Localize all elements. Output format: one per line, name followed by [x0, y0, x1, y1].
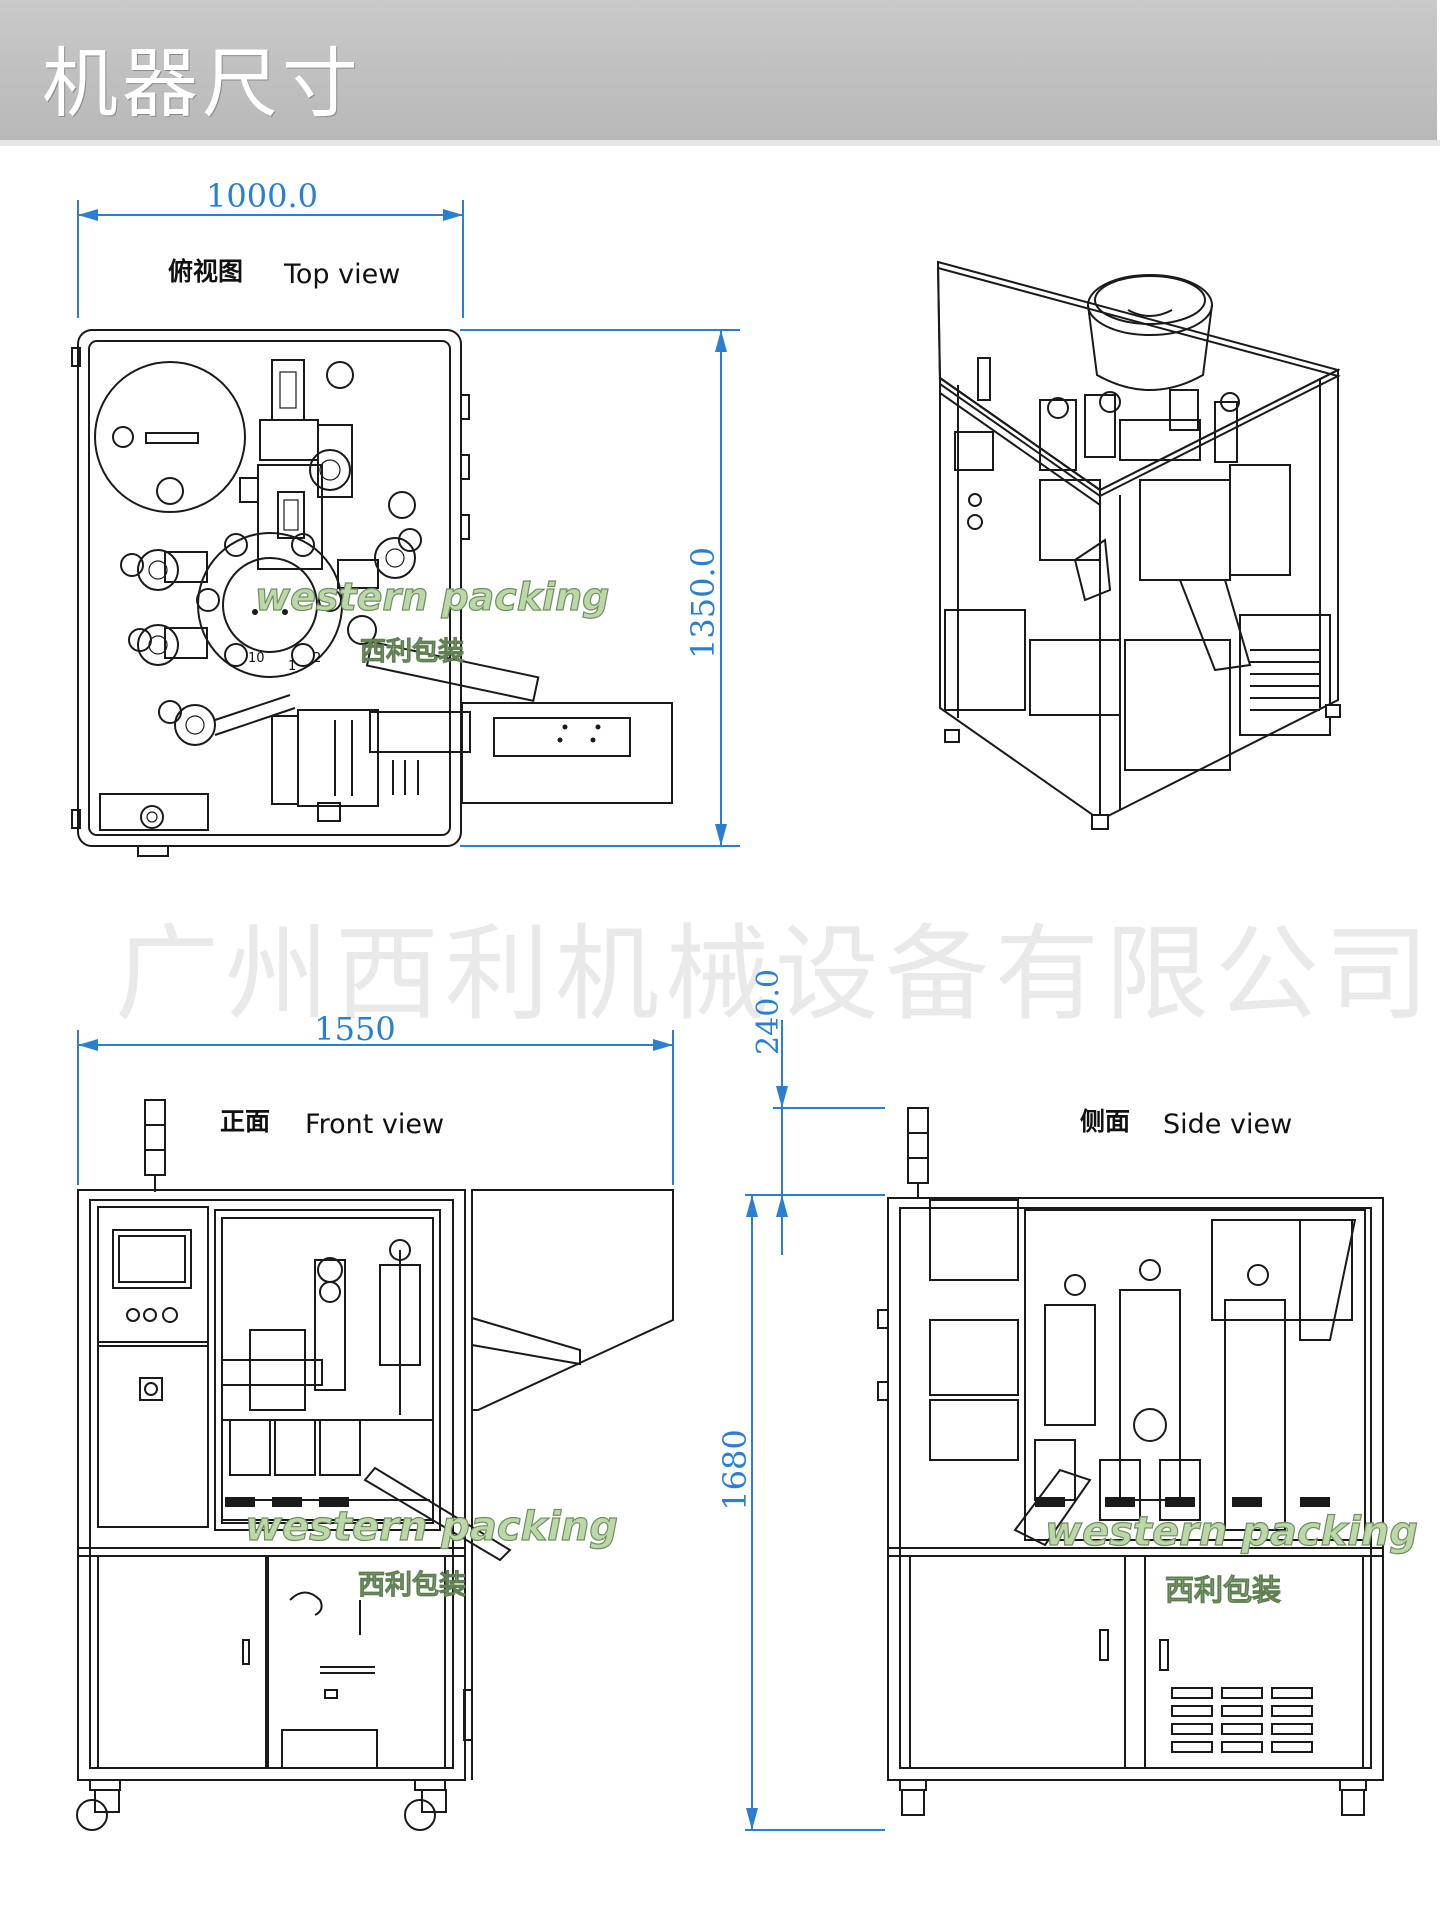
watermark-brand-cn-side: 西利包装: [1165, 1573, 1281, 1607]
side-view-label-cn: 侧面: [1080, 1107, 1130, 1136]
side-top-dimension: 240.0: [751, 969, 786, 1055]
watermark-brand-en-front: western packing: [245, 1504, 618, 1550]
watermark-brand-cn-front: 西利包装: [358, 1569, 466, 1601]
station-1: 1: [288, 659, 296, 674]
watermark-brand-en-side: western packing: [1045, 1509, 1418, 1555]
station-2: 2: [313, 651, 321, 666]
side-view-label-en: Side view: [1163, 1109, 1292, 1140]
side-view-drawing: 240.0 1680 侧面 Side view: [716, 969, 1384, 1831]
front-view-drawing: 1550 正面 Front view: [76, 1010, 674, 1831]
watermark-brand-en-top: western packing: [255, 575, 609, 619]
top-view-drawing: 1000.0 俯视图 Top view 1350.0: [71, 177, 740, 857]
front-width-dimension: 1550: [314, 1010, 395, 1048]
watermark-brand-cn-top: 西利包装: [360, 636, 464, 667]
front-view-label-en: Front view: [305, 1109, 444, 1140]
front-view-label-cn: 正面: [220, 1107, 270, 1136]
top-view-label-en: Top view: [283, 259, 400, 290]
station-10: 10: [248, 651, 265, 666]
isometric-view-drawing: [936, 260, 1341, 830]
banner-edge: [0, 140, 1440, 146]
company-watermark: 广州西利机械设备有限公司: [115, 913, 1435, 1035]
side-height-dimension: 1680: [716, 1429, 754, 1510]
header-banner: 机器尺寸: [0, 0, 1437, 144]
page-title: 机器尺寸: [42, 39, 362, 128]
top-view-label-cn: 俯视图: [168, 257, 243, 286]
top-depth-dimension: 1350.0: [684, 547, 722, 659]
top-width-dimension: 1000.0: [206, 177, 318, 215]
